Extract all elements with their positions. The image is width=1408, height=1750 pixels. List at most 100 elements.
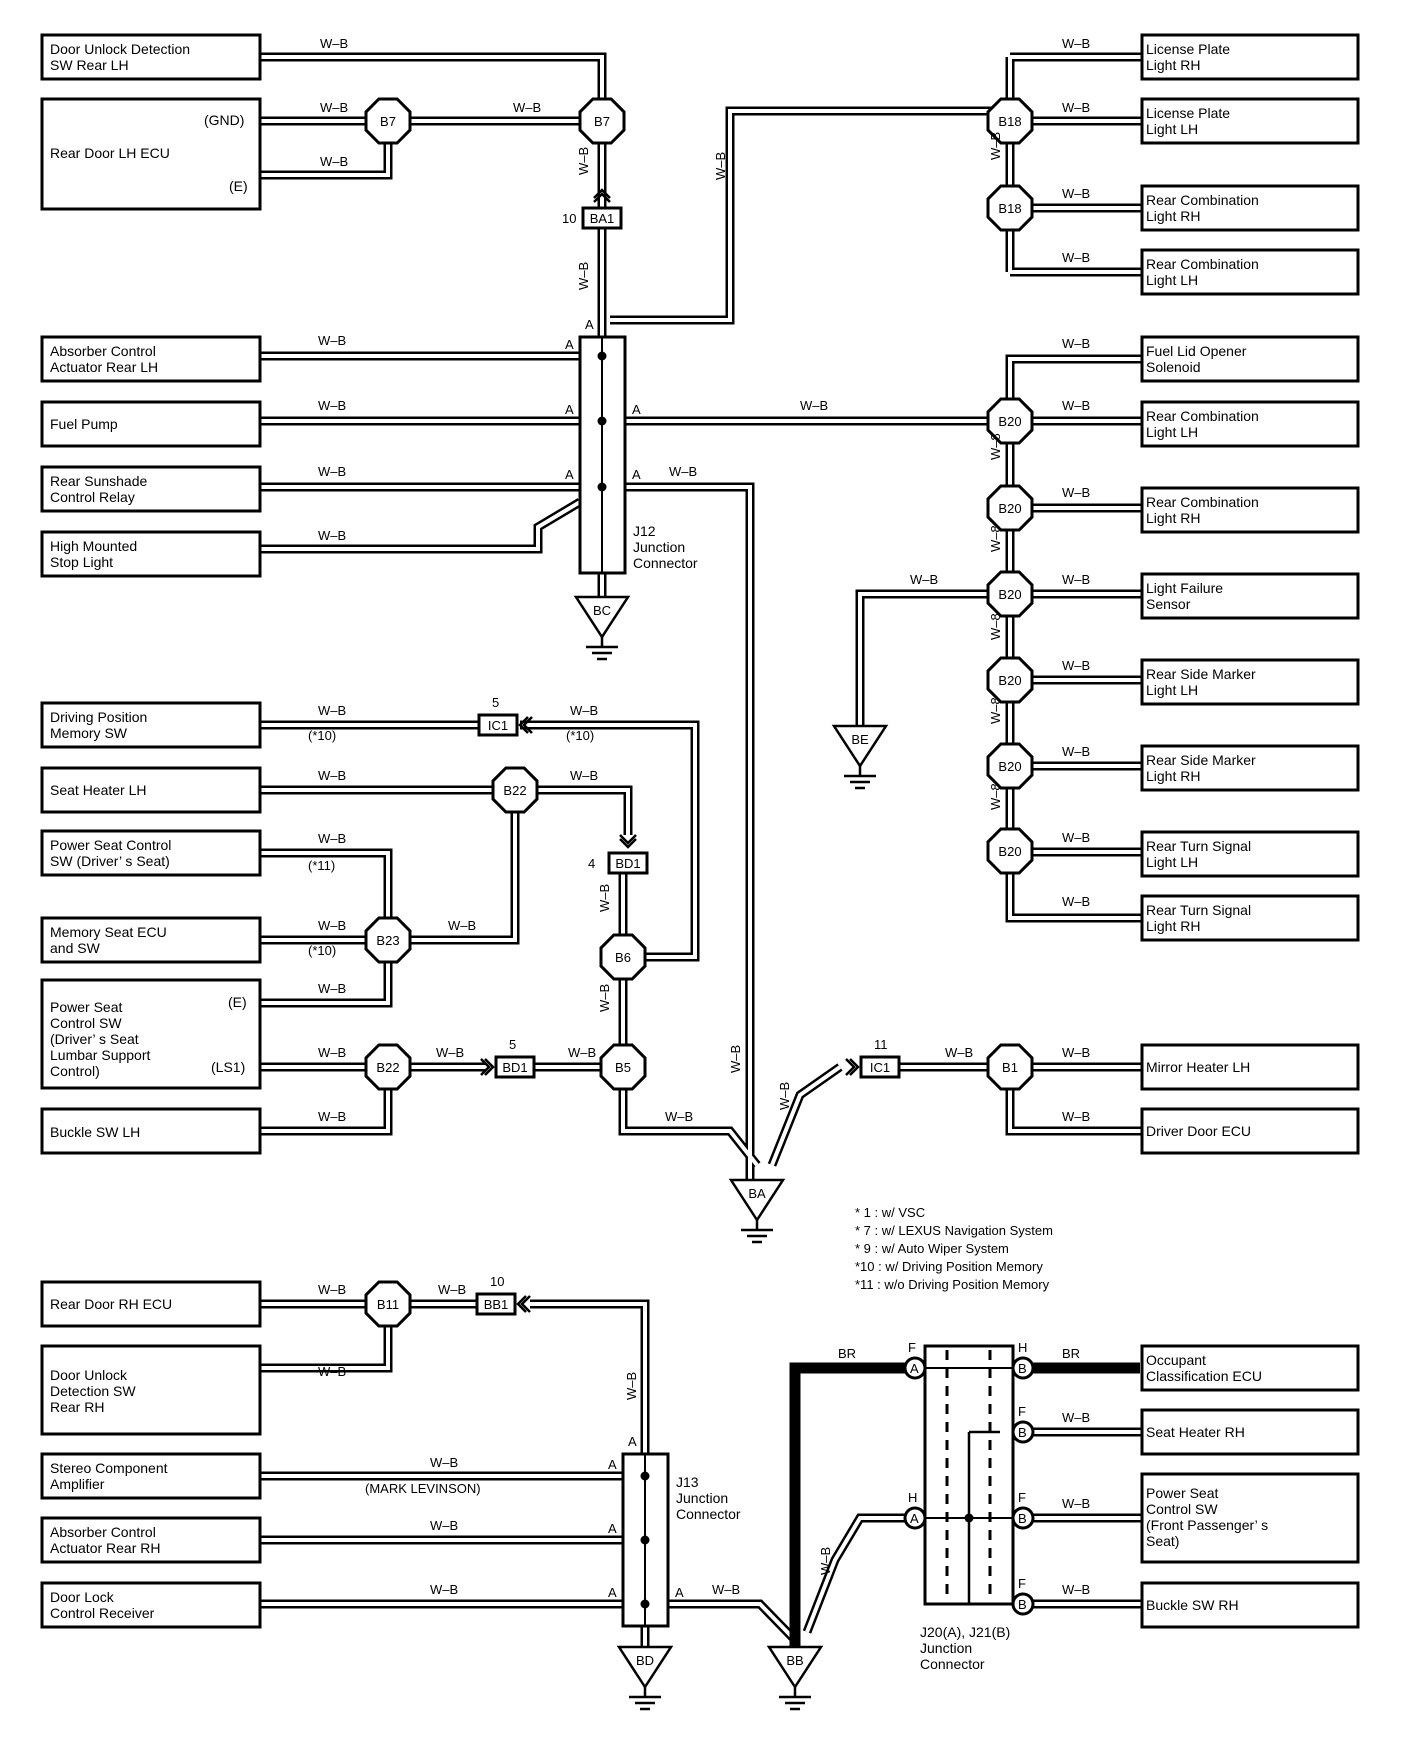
svg-text:Rear Door LH ECU: Rear Door LH ECU: [50, 145, 170, 161]
splice-b22[interactable]: B22: [491, 766, 539, 814]
wire-28: [520, 720, 700, 962]
component-turn-signal-lh[interactable]: Rear Turn Signal Light LH: [1140, 830, 1360, 878]
svg-text:Rear Side Marker: Rear Side Marker: [1146, 666, 1256, 682]
component-rear-combination-rh-1[interactable]: Rear Combination Light RH: [1140, 184, 1360, 232]
component-power-seat-passenger[interactable]: Power Seat Control SW (Front Passenger’ …: [1140, 1472, 1360, 1564]
component-light-failure-sensor[interactable]: Light Failure Sensor: [1140, 572, 1360, 620]
svg-text:A: A: [675, 1585, 684, 1600]
splice-b22[interactable]: B22: [364, 1043, 412, 1091]
wire-label-vertical: W–B: [818, 1547, 833, 1575]
component-driver-door-ecu[interactable]: Driver Door ECU: [1140, 1107, 1360, 1155]
svg-text:5: 5: [509, 1037, 516, 1052]
component-rear-combination-rh-2[interactable]: Rear Combination Light RH: [1140, 486, 1360, 534]
wire-label: W–B: [1062, 894, 1090, 909]
splice-b6[interactable]: B6: [599, 933, 647, 981]
junction-j13[interactable]: J13 Junction Connector A A A A A: [608, 1434, 741, 1628]
component-stereo-amplifier[interactable]: Stereo Component Amplifier: [40, 1452, 262, 1500]
component-driving-position-memory[interactable]: Driving Position Memory SW: [40, 701, 262, 749]
wire-label-vertical: W–B: [713, 152, 728, 180]
splice-b20[interactable]: B20: [986, 397, 1034, 445]
svg-text:B18: B18: [998, 114, 1021, 129]
splice-b20[interactable]: B20: [986, 742, 1034, 790]
svg-text:J13: J13: [676, 1474, 699, 1490]
junction-j20-j21[interactable]: J20(A), J21(B) Junction Connector F H F …: [903, 1340, 1035, 1672]
splice-b18[interactable]: B18: [986, 184, 1034, 232]
wire-label: W–B: [1062, 336, 1090, 351]
wire-0: [260, 52, 607, 121]
component-rear-door-rh-ecu[interactable]: Rear Door RH ECU: [40, 1280, 262, 1328]
svg-text:BB: BB: [786, 1653, 803, 1668]
wire-label: W–B: [1062, 186, 1090, 201]
component-seat-heater-lh[interactable]: Seat Heater LH: [40, 766, 262, 814]
component-license-plate-lh[interactable]: License Plate Light LH: [1140, 97, 1360, 145]
component-occupant-classification-ecu[interactable]: Occupant Classification ECU: [1140, 1344, 1360, 1392]
component-rear-combination-lh-2[interactable]: Rear Combination Light LH: [1140, 400, 1360, 448]
splice-b20[interactable]: B20: [986, 570, 1034, 618]
wire-label-br: BR: [838, 1346, 856, 1361]
svg-text:Connector: Connector: [633, 555, 698, 571]
splice-b18[interactable]: B18: [986, 97, 1034, 145]
svg-text:4: 4: [588, 856, 595, 871]
component-rear-sunshade[interactable]: Rear Sunshade Control Relay: [40, 465, 262, 513]
wire-16: [260, 498, 583, 554]
wire-label-vertical: W–8: [988, 613, 1003, 640]
component-fuel-pump[interactable]: Fuel Pump: [40, 400, 262, 448]
svg-text:Light RH: Light RH: [1146, 208, 1200, 224]
wire-label-vertical: W–8: [988, 525, 1003, 552]
svg-text:(*10): (*10): [308, 943, 336, 958]
component-absorber-rear-rh[interactable]: Absorber Control Actuator Rear RH: [40, 1516, 262, 1564]
component-power-seat-lumbar[interactable]: Power Seat Control SW (Driver’ s Seat Lu…: [40, 978, 262, 1090]
splice-b7[interactable]: B7: [578, 97, 626, 145]
svg-text:Buckle SW LH: Buckle SW LH: [50, 1124, 140, 1140]
svg-text:B20: B20: [998, 673, 1021, 688]
junction-j12[interactable]: J12 Junction Connector A A A A A A: [565, 317, 698, 575]
svg-text:Rear Door RH ECU: Rear Door RH ECU: [50, 1296, 172, 1312]
splice-b7[interactable]: B7: [364, 97, 412, 145]
component-mirror-heater-lh[interactable]: Mirror Heater LH: [1140, 1043, 1360, 1091]
splice-b20[interactable]: B20: [986, 827, 1034, 875]
wire-core-31: [388, 790, 517, 942]
wire-label-vertical: W–B: [597, 984, 612, 1012]
splice-b11[interactable]: B11: [364, 1280, 412, 1328]
wire-label: W–B: [568, 1045, 596, 1060]
component-seat-heater-rh[interactable]: Seat Heater RH: [1140, 1408, 1360, 1456]
wire-label-vertical: W–B: [624, 1372, 639, 1400]
splice-b20[interactable]: B20: [986, 656, 1034, 704]
component-side-marker-rh[interactable]: Rear Side Marker Light RH: [1140, 744, 1360, 792]
component-power-seat-driver[interactable]: Power Seat Control SW (Driver’ s Seat): [40, 829, 262, 877]
splice-b5[interactable]: B5: [599, 1043, 647, 1091]
splice-b20[interactable]: B20: [986, 484, 1034, 532]
svg-text:Memory SW: Memory SW: [50, 725, 128, 741]
component-fuel-lid-opener[interactable]: Fuel Lid Opener Solenoid: [1140, 335, 1360, 383]
svg-text:Stereo Component: Stereo Component: [50, 1460, 168, 1476]
component-buckle-sw-lh[interactable]: Buckle SW LH: [40, 1107, 262, 1155]
component-memory-seat-ecu[interactable]: Memory Seat ECU and SW: [40, 916, 262, 964]
component-turn-signal-rh[interactable]: Rear Turn Signal Light RH: [1140, 894, 1360, 942]
wire-label: W–B: [1062, 1410, 1090, 1425]
component-high-mounted-stop-light[interactable]: High Mounted Stop Light: [40, 530, 262, 578]
component-door-unlock-rear-lh[interactable]: Door Unlock Detection SW Rear LH: [40, 33, 262, 81]
component-door-unlock-rear-rh[interactable]: Door Unlock Detection SW Rear RH: [40, 1344, 262, 1436]
component-buckle-sw-rh[interactable]: Buckle SW RH: [1140, 1581, 1360, 1629]
component-door-lock-receiver[interactable]: Door Lock Control Receiver: [40, 1581, 262, 1629]
splice-b1[interactable]: B1: [986, 1043, 1034, 1091]
svg-text:(LS1): (LS1): [211, 1059, 245, 1075]
wire-label: W–B: [318, 1282, 346, 1297]
component-rear-combination-lh-1[interactable]: Rear Combination Light LH: [1140, 248, 1360, 296]
wire-core-28: [520, 723, 697, 959]
component-rear-door-lh-ecu[interactable]: Rear Door LH ECU (GND) (E): [40, 97, 262, 211]
svg-text:A: A: [632, 402, 641, 417]
component-absorber-rear-lh[interactable]: Absorber Control Actuator Rear LH: [40, 335, 262, 383]
svg-text:Light LH: Light LH: [1146, 272, 1198, 288]
svg-text:(MARK LEVINSON): (MARK LEVINSON): [365, 1481, 481, 1496]
component-license-plate-rh[interactable]: License Plate Light RH: [1140, 33, 1360, 81]
component-side-marker-lh[interactable]: Rear Side Marker Light LH: [1140, 658, 1360, 706]
ground-be: BE: [831, 724, 889, 790]
splice-b23[interactable]: B23: [364, 916, 412, 964]
